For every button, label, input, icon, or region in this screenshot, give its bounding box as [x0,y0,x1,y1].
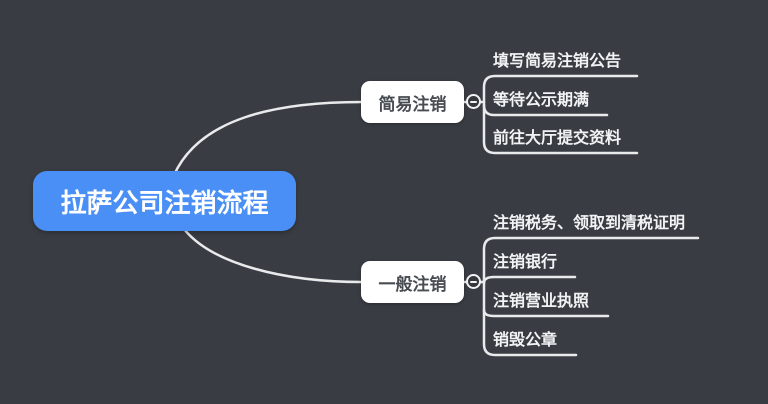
branch-node-simple-deregistration[interactable]: 简易注销 [361,81,464,123]
child-topic-general-1[interactable]: 注销税务、领取到清税证明 [493,215,686,232]
underline-general-child-2 [482,275,577,285]
child-topic-simple-3[interactable]: 前往大厅提交资料 [493,130,622,147]
child-topic-general-4[interactable]: 销毁公章 [493,332,558,349]
child-topic-simple-2[interactable]: 等待公示期满 [493,92,590,109]
connector-root-to-general [182,227,364,284]
child-topic-general-2[interactable]: 注销银行 [493,254,558,271]
collapse-button-simple[interactable] [466,94,481,109]
connector-root-to-simple [172,100,364,177]
child-topic-simple-1[interactable]: 填写简易注销公告 [493,53,622,70]
minus-icon [470,280,477,283]
branch-node-general-deregistration[interactable]: 一般注销 [361,261,464,303]
collapse-button-general[interactable] [466,274,481,289]
child-topic-general-3[interactable]: 注销营业执照 [493,293,590,310]
root-topic-node[interactable]: 拉萨公司注销流程 [33,171,296,231]
minus-icon [470,100,477,103]
